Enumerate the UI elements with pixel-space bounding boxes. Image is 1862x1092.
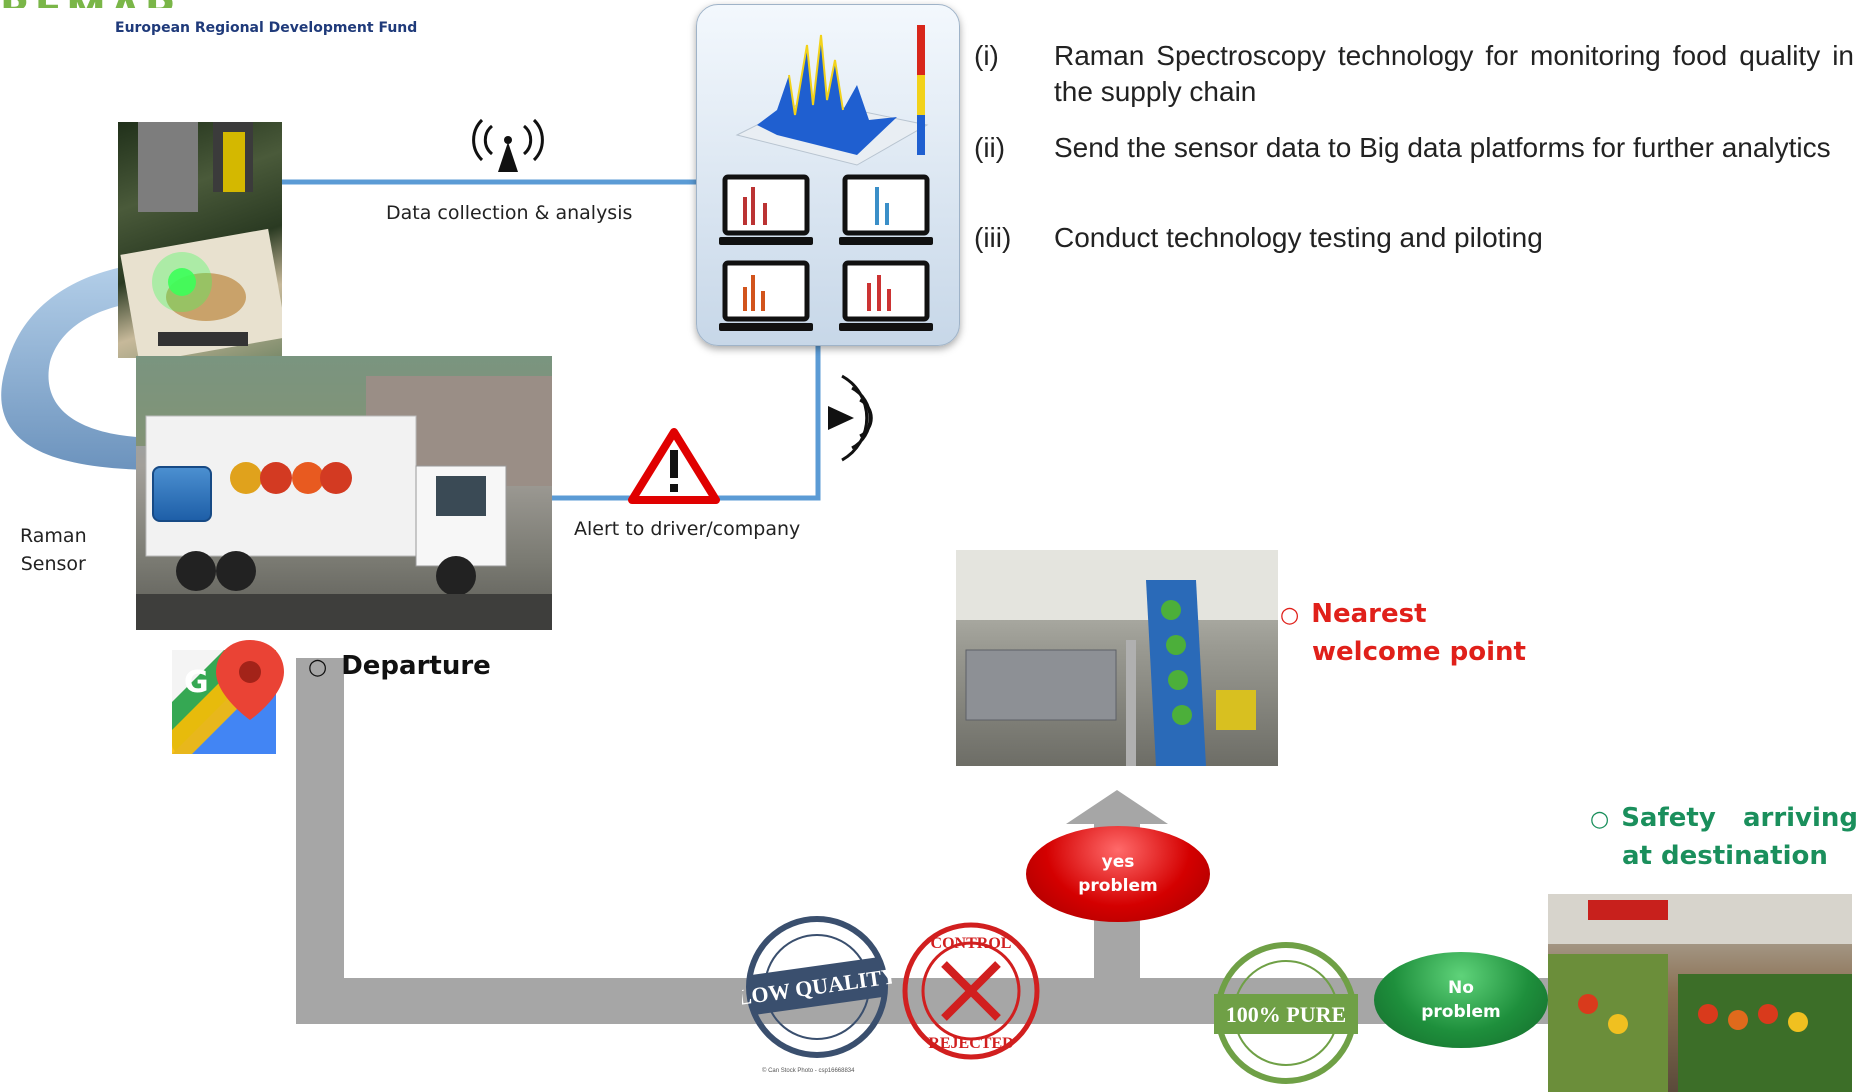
supermarket-destination-photo [1548,894,1852,1092]
pure-stamp: 100% PURE [1208,940,1364,1086]
laptop-icon [839,260,933,331]
google-maps-icon: G [172,640,284,754]
data-collection-caption: Data collection & analysis [386,202,633,224]
rejected-stamp-bottom-text: REJECTED [928,1035,1013,1052]
low-quality-stamp: LOW QUALITY [735,912,899,1062]
alert-caption: Alert to driver/company [574,518,801,540]
bullet-circle-icon: ○ [308,655,328,680]
bullet-circle-icon: ○ [1590,807,1610,832]
raman-sensor-photo [118,122,282,358]
yes-problem-line2: problem [1078,876,1158,896]
alert-link-line [510,342,821,501]
warning-triangle-icon [628,428,720,504]
spectra-3d-plot [735,25,929,166]
no-problem-line2: problem [1421,1002,1501,1022]
no-problem-bubble: No problem [1374,952,1548,1048]
pure-stamp-text: 100% PURE [1226,1002,1346,1027]
nearest-line2: welcome point [1312,637,1526,667]
laptop-icon [719,260,813,331]
nearest-line1: Nearest [1311,599,1427,629]
rejected-stamp: CONTROL REJECTED [898,918,1044,1064]
departure-label: ○ Departure [308,648,491,686]
rejected-stamp-top-text: CONTROL [931,935,1012,952]
wireless-signal-icon [828,374,873,462]
objective-item: (iii) Conduct technology testing and pil… [974,220,1854,256]
remap-logo: REMAP [0,0,178,8]
stock-photo-credit: © Can Stock Photo - csp16668834 [762,1068,855,1074]
objective-number: (i) [974,40,999,71]
departure-text: Departure [341,651,491,681]
yes-problem-bubble: yes problem [1026,826,1210,922]
objective-text: Send the sensor data to Big data platfor… [1054,132,1831,163]
safety-arriving-label: ○ Safety arriving at destination [1590,800,1858,874]
objective-item: (ii) Send the sensor data to Big data pl… [974,130,1854,202]
safety-line2: at destination [1622,841,1828,871]
safety-line1: Safety arriving [1621,803,1859,833]
objective-number: (iii) [974,222,1012,253]
fund-name: European Regional Development Fund [115,20,418,36]
bullet-circle-icon: ○ [1280,603,1300,628]
processing-plant-photo [956,550,1278,766]
yes-problem-line1: yes [1101,852,1135,872]
nearest-welcome-point-label: ○ Nearest welcome point [1280,596,1526,670]
objective-text: Raman Spectroscopy technology for monito… [1054,40,1854,107]
raman-sensor-caption: Raman Sensor [20,522,87,578]
objective-item: (i) Raman Spectroscopy technology for mo… [974,38,1854,110]
raman-sensor-line2: Sensor [20,553,86,575]
big-data-platform-panel [696,4,960,346]
raman-sensor-cube [152,466,212,522]
laptop-icon [839,174,933,245]
objective-number: (ii) [974,132,1006,163]
raman-sensor-line1: Raman [20,525,87,547]
objective-text: Conduct technology testing and piloting [1054,222,1543,253]
laptop-icon [719,174,813,245]
svg-text:G: G [184,665,209,700]
antenna-icon [472,118,544,172]
no-problem-line1: No [1448,978,1474,998]
branch-arrow-head [1066,790,1168,824]
